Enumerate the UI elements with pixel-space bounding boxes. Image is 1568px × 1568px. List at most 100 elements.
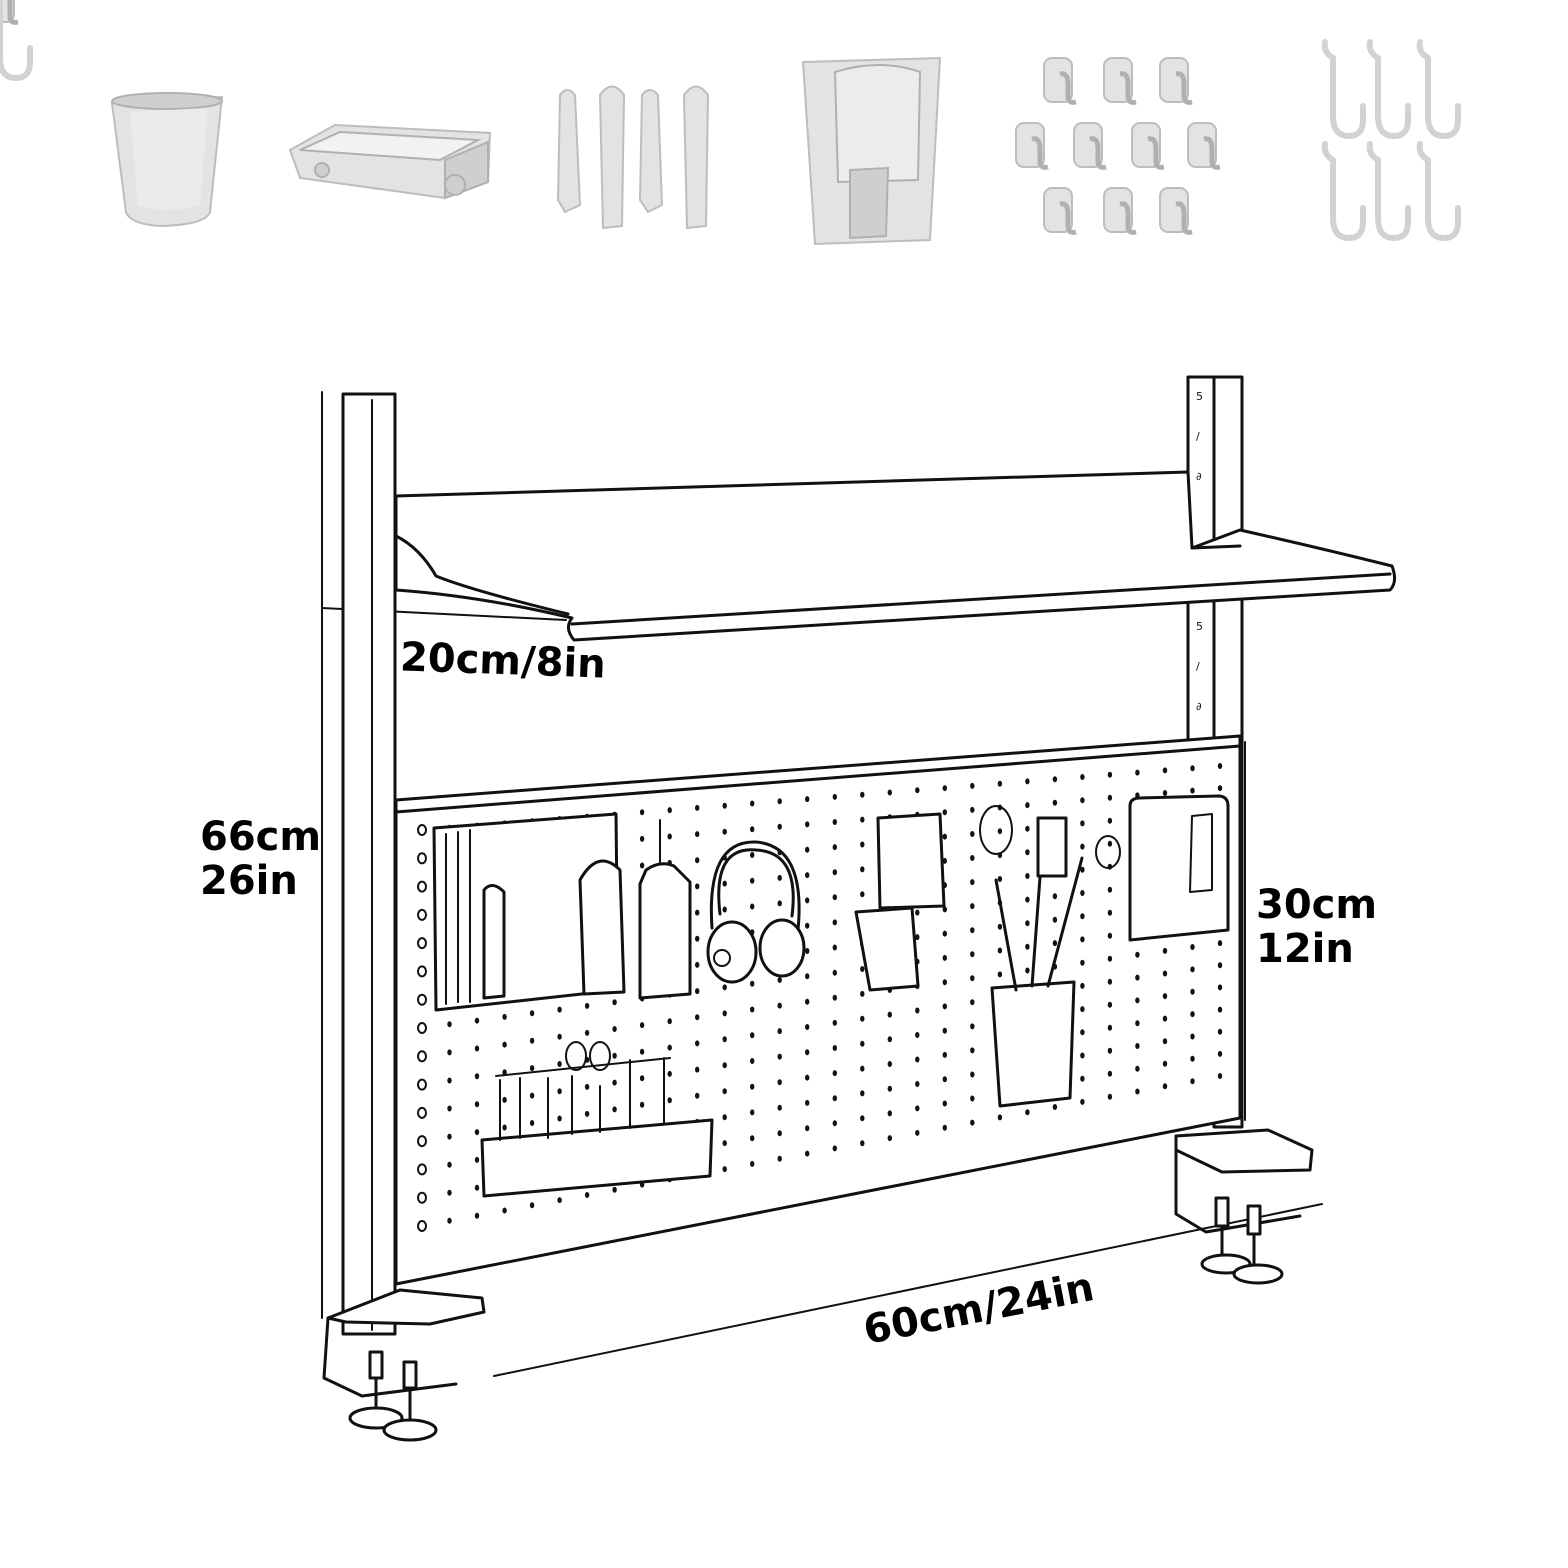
pegboard-hole bbox=[695, 935, 700, 942]
pegboard-hole bbox=[1107, 794, 1113, 801]
pegboard-hole bbox=[667, 833, 672, 840]
pegboard-hole bbox=[997, 947, 1003, 954]
pegboard-hole bbox=[1052, 776, 1058, 783]
pegboard-hole bbox=[887, 789, 892, 796]
pegboard-hole bbox=[474, 1156, 480, 1163]
pegboard-hole bbox=[942, 809, 947, 816]
pegboard-hole bbox=[1162, 767, 1168, 774]
pegboard-hole bbox=[1025, 1109, 1030, 1116]
pegboard-hole bbox=[997, 828, 1003, 835]
pegboard-hole bbox=[1162, 1060, 1168, 1067]
pegboard-hole bbox=[1107, 955, 1113, 962]
pegboard-hole bbox=[970, 1119, 975, 1126]
pegboard-hole bbox=[942, 785, 947, 792]
pegboard-hole bbox=[887, 1135, 892, 1142]
pegboard-hole bbox=[474, 1073, 480, 1080]
pegboard-hole bbox=[860, 966, 865, 972]
pegboard-hole bbox=[417, 965, 427, 978]
pegboard-hole bbox=[1190, 944, 1195, 950]
pegboard-hole bbox=[1080, 890, 1085, 896]
pegboard-hole bbox=[805, 796, 810, 803]
pegboard-hole bbox=[447, 1077, 452, 1084]
pegboard-hole bbox=[639, 1022, 645, 1029]
pegboard-hole bbox=[942, 1124, 947, 1131]
pegboard-hole bbox=[860, 1040, 865, 1047]
pegboard-hole bbox=[970, 879, 975, 886]
pegboard-hole bbox=[832, 1045, 837, 1051]
pegboard-hole bbox=[417, 1078, 427, 1091]
pegboard-hole bbox=[612, 1106, 617, 1113]
pegboard-hole bbox=[639, 1101, 645, 1108]
pegboard-hole bbox=[1190, 1011, 1195, 1018]
pegboard-hole bbox=[1190, 966, 1195, 973]
pegboard-hole bbox=[447, 1105, 452, 1112]
pegboard-hole bbox=[557, 1115, 562, 1122]
pegboard-hole bbox=[502, 1207, 507, 1214]
pegboard-hole bbox=[417, 1135, 427, 1148]
pegboard-hole bbox=[832, 1070, 837, 1077]
pegboard-hole bbox=[612, 1052, 617, 1059]
pegboard-hole bbox=[474, 1212, 480, 1219]
pegboard-hole bbox=[557, 1061, 562, 1067]
pegboard-hole bbox=[970, 999, 975, 1006]
pegboard-hole bbox=[584, 1110, 590, 1117]
j-hooks-accessory bbox=[0, 0, 1458, 238]
pegboard-hole bbox=[805, 821, 810, 828]
pegboard-hole bbox=[750, 980, 755, 987]
pegboard-hole bbox=[1135, 1020, 1140, 1027]
pegboard-hole bbox=[1052, 940, 1058, 947]
pegboard-hole bbox=[887, 1110, 892, 1117]
pegboard-hole bbox=[750, 877, 755, 884]
pegboard-hole bbox=[1080, 1098, 1085, 1105]
pegboard-hole bbox=[942, 1051, 947, 1058]
pegboard-hole bbox=[832, 1095, 837, 1102]
pegboard-hole bbox=[474, 1184, 480, 1191]
pegboard-hole bbox=[639, 862, 645, 869]
pegboard-hole bbox=[777, 900, 782, 907]
panel-height-cm-label: 30cm bbox=[1256, 882, 1378, 928]
tray-shelf-accessory bbox=[288, 123, 492, 200]
pegboard-hole bbox=[832, 819, 837, 825]
svg-text:5: 5 bbox=[1196, 390, 1203, 403]
pegboard-hole bbox=[667, 1097, 672, 1104]
pegboard-hole bbox=[970, 951, 975, 958]
pegboard-hole bbox=[1217, 962, 1223, 969]
pegboard-hole bbox=[805, 1074, 810, 1081]
pegboard-hole bbox=[557, 1197, 562, 1204]
pegboard-hole bbox=[1135, 1065, 1140, 1072]
pegboard-hole bbox=[639, 1048, 645, 1055]
pegboard-hole bbox=[1135, 1043, 1140, 1049]
pegboard-hole bbox=[1080, 820, 1085, 827]
pegboard-hole bbox=[860, 1090, 865, 1097]
pegboard-hole bbox=[1080, 982, 1085, 989]
pegboard-hole bbox=[750, 1109, 755, 1116]
pegboard-hole bbox=[1217, 785, 1223, 792]
pegboard-hole bbox=[1080, 959, 1085, 966]
pegboard-hole bbox=[417, 1220, 427, 1232]
pegboard-hole bbox=[777, 1053, 782, 1060]
pegboard-hole bbox=[1107, 840, 1113, 847]
pegboard-hole bbox=[970, 855, 975, 861]
svg-text:/: / bbox=[1196, 430, 1200, 443]
pegboard-hole bbox=[722, 828, 727, 835]
pegboard-hole bbox=[805, 897, 810, 904]
pegboard-hole bbox=[1107, 1001, 1113, 1008]
pegboard-hole bbox=[474, 1017, 480, 1024]
pegboard-items bbox=[432, 794, 1230, 1198]
pegboard-hole bbox=[722, 1088, 727, 1095]
pegboard-hole bbox=[887, 1036, 892, 1043]
pegboard-hole bbox=[750, 903, 755, 910]
pegboard-hole bbox=[529, 1037, 535, 1044]
pegboard-hole bbox=[584, 1083, 590, 1090]
pegboard-hole bbox=[1135, 1088, 1140, 1095]
pegboard-hole bbox=[695, 909, 700, 916]
pegboard-hole bbox=[612, 1079, 617, 1086]
pegboard-hole bbox=[915, 1129, 920, 1136]
pegboard-hole bbox=[695, 831, 700, 838]
panel-height-in-label: 12in bbox=[1256, 926, 1354, 972]
top-shelf bbox=[394, 470, 1397, 642]
pegboard-hole bbox=[860, 1140, 865, 1147]
pegboard-hole bbox=[777, 1002, 782, 1009]
pegboard-hole bbox=[1107, 978, 1113, 985]
svg-text:∂: ∂ bbox=[1196, 700, 1202, 713]
